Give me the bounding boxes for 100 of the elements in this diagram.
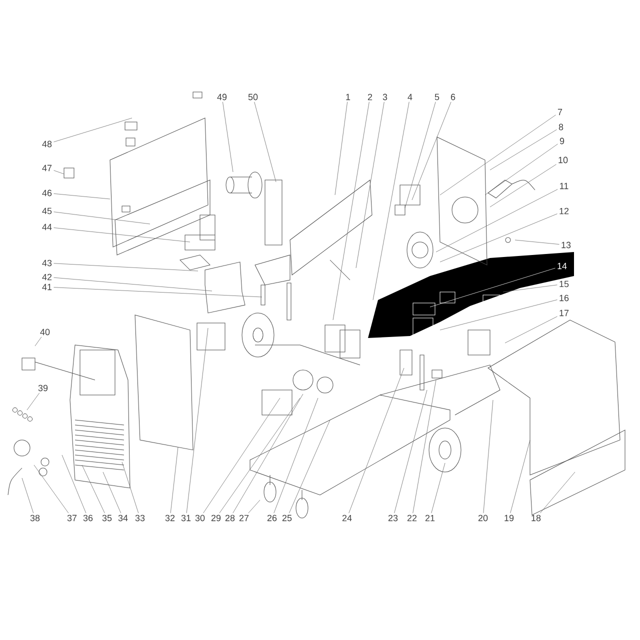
- callout-number: 4: [408, 94, 412, 100]
- leader-line: [54, 118, 132, 142]
- leader-line: [203, 398, 280, 514]
- callout-number: 26: [267, 514, 277, 522]
- leader-line: [412, 102, 452, 200]
- callout-number: 16: [560, 294, 569, 302]
- leader-line: [254, 102, 276, 182]
- callout-number: 17: [560, 310, 569, 316]
- leader-line: [186, 328, 208, 514]
- callout-number: 3: [382, 94, 388, 100]
- leader-line: [248, 500, 260, 514]
- leader-line: [232, 394, 304, 514]
- leader-line: [54, 193, 110, 200]
- leader-line: [510, 440, 530, 514]
- leader-line: [440, 300, 558, 330]
- callout-number: 20: [478, 514, 488, 522]
- callout-number: 6: [450, 94, 456, 100]
- leader-line: [514, 240, 560, 245]
- callout-number: 27: [239, 514, 249, 522]
- leader-line: [54, 212, 150, 224]
- leader-line: [430, 268, 556, 308]
- callout-number: 7: [558, 108, 562, 116]
- leader-line: [431, 462, 446, 514]
- callout-number: 49: [217, 94, 227, 100]
- callout-number: 23: [388, 514, 398, 522]
- callout-number: 21: [425, 514, 435, 522]
- leader-line: [404, 102, 436, 208]
- callout-number: 42: [42, 274, 52, 280]
- leader-line: [102, 472, 122, 514]
- callout-number: 29: [211, 514, 221, 522]
- leader-line: [332, 102, 370, 320]
- callout-number: 19: [504, 514, 514, 522]
- callout-number: 34: [118, 514, 128, 522]
- leader-line: [54, 277, 212, 292]
- callout-number: 40: [40, 328, 50, 336]
- callout-number: 11: [560, 182, 568, 190]
- callout-number: 10: [558, 156, 568, 164]
- callout-number: 31: [181, 514, 191, 522]
- callout-number: 28: [225, 514, 235, 522]
- leader-line: [54, 263, 198, 272]
- leader-line: [26, 392, 40, 410]
- leader-line: [490, 164, 556, 208]
- leader-line: [82, 464, 105, 514]
- leader-line: [288, 420, 330, 514]
- callout-number: 36: [83, 514, 93, 522]
- leader-line: [62, 454, 86, 514]
- leader-line: [540, 472, 576, 514]
- callout-number: 25: [282, 514, 292, 522]
- callout-number: 14: [558, 262, 567, 270]
- callout-number: 44: [42, 224, 52, 230]
- leader-line: [440, 214, 558, 262]
- callout-number: 50: [248, 94, 258, 100]
- leader-line: [122, 462, 139, 514]
- callout-number: 46: [42, 190, 52, 196]
- callout-number: 1: [346, 94, 350, 100]
- leader-line: [170, 446, 178, 514]
- leader-line: [34, 464, 69, 514]
- leader-line: [436, 189, 558, 252]
- callout-number: 39: [38, 384, 48, 392]
- callout-number: 9: [560, 138, 564, 144]
- leader-line: [54, 228, 190, 242]
- leader-line: [484, 144, 558, 196]
- leader-line: [274, 398, 318, 514]
- leader-line: [34, 336, 42, 346]
- callout-number: 30: [195, 514, 205, 522]
- callout-number: 33: [135, 514, 145, 522]
- leader-line: [219, 398, 300, 514]
- callout-number: 13: [562, 242, 571, 248]
- callout-number: 32: [165, 514, 175, 522]
- callout-number: 18: [532, 514, 541, 522]
- leader-line: [440, 114, 556, 196]
- leader-line: [490, 129, 557, 170]
- leader-line: [372, 102, 410, 300]
- callout-number: 2: [368, 94, 372, 100]
- callout-number: 38: [30, 514, 40, 522]
- leader-line: [54, 287, 262, 298]
- callout-number: 41: [42, 284, 52, 290]
- callout-number: 35: [102, 514, 112, 522]
- callout-number: 8: [558, 124, 564, 130]
- callout-number: 45: [42, 208, 52, 214]
- leader-line: [412, 380, 436, 514]
- leader-line: [504, 316, 558, 344]
- leader-line: [22, 478, 34, 514]
- leader-line: [356, 102, 384, 268]
- leader-line: [222, 102, 234, 172]
- leader-line: [394, 390, 428, 514]
- callout-number: 43: [42, 260, 52, 266]
- callout-number: 37: [67, 514, 77, 522]
- leader-line: [54, 170, 64, 174]
- callout-number: 48: [42, 140, 52, 148]
- leader-line: [502, 284, 558, 292]
- callout-number: 22: [407, 514, 417, 522]
- callout-number: 12: [560, 208, 569, 214]
- callout-number: 47: [42, 164, 52, 172]
- leader-line: [334, 102, 348, 196]
- leader-line: [348, 368, 404, 514]
- leader-line: [483, 400, 494, 514]
- callout-number: 15: [560, 280, 569, 288]
- callout-number: 5: [434, 94, 440, 100]
- callout-number: 24: [342, 514, 352, 522]
